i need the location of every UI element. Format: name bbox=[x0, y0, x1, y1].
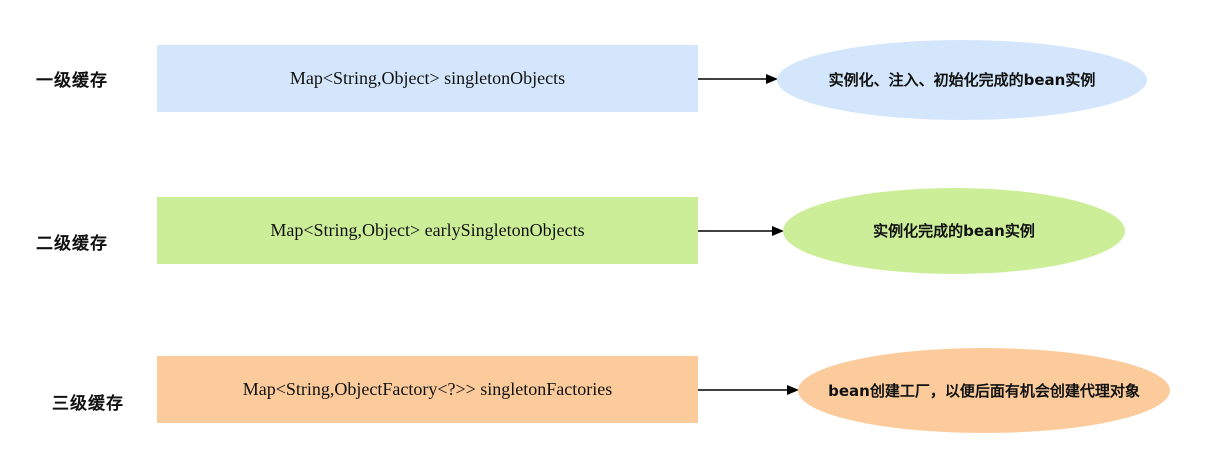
level-1-label: 一级缓存 bbox=[36, 71, 108, 91]
level-2-label: 二级缓存 bbox=[36, 234, 108, 254]
level-3-arrow bbox=[698, 382, 799, 398]
level-1-result-ellipse: 实例化、注入、初始化完成的bean实例 bbox=[777, 40, 1147, 120]
level-3-result-ellipse: bean创建工厂，以便后面有机会创建代理对象 bbox=[798, 348, 1170, 433]
level-2-result-ellipse: 实例化完成的bean实例 bbox=[783, 188, 1125, 274]
level-1-arrow bbox=[698, 71, 778, 87]
level-1-cache-box: Map<String,Object> singletonObjects bbox=[157, 45, 698, 112]
level-2-cache-box: Map<String,Object> earlySingletonObjects bbox=[157, 197, 698, 264]
level-3-cache-box: Map<String,ObjectFactory<?>> singletonFa… bbox=[157, 356, 698, 423]
level-2-arrow bbox=[698, 223, 784, 239]
arrow-right-icon bbox=[698, 385, 799, 395]
level-3-label: 三级缓存 bbox=[52, 394, 124, 414]
arrow-right-icon bbox=[698, 74, 778, 84]
arrow-right-icon bbox=[698, 226, 784, 236]
